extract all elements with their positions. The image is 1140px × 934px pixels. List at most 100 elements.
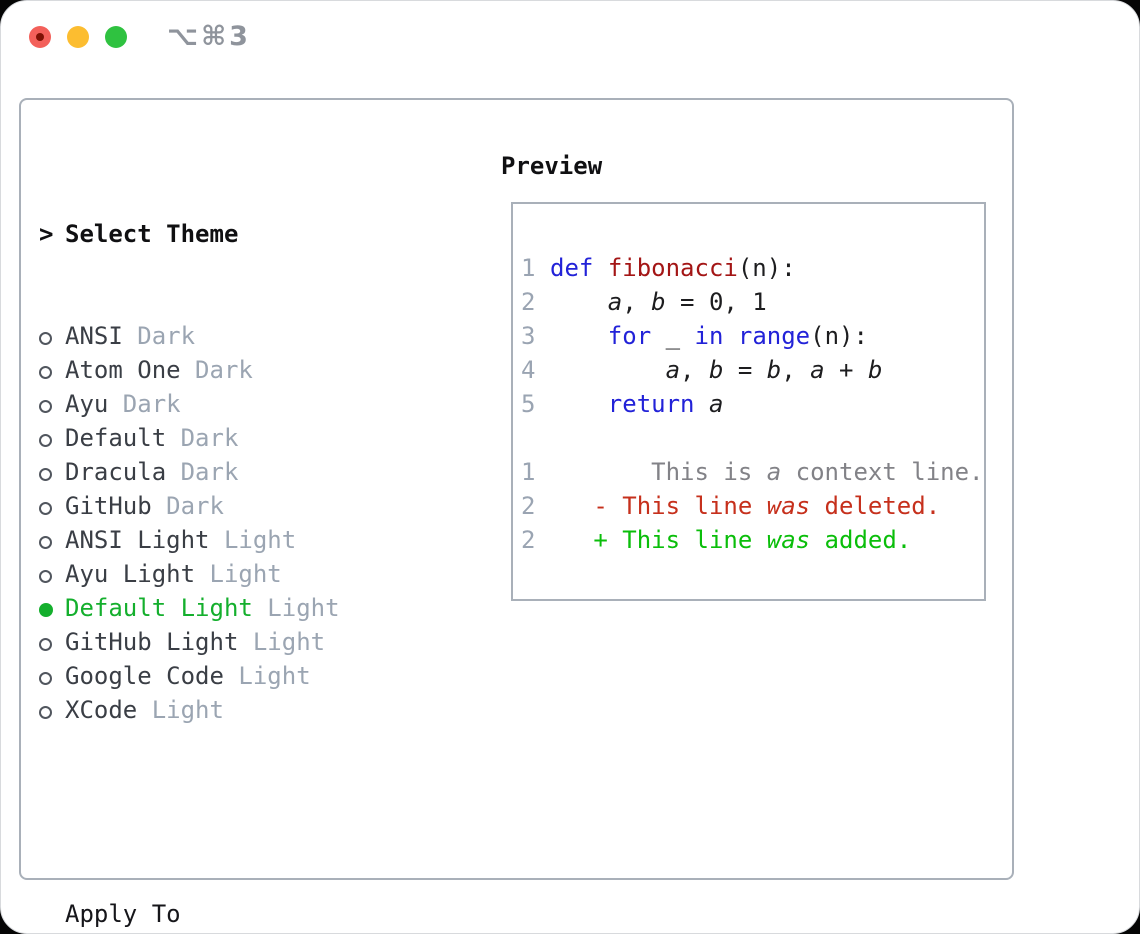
code-token-plain xyxy=(723,322,737,350)
radio-icon xyxy=(39,319,65,353)
diff-deleted-line: 2 - This line was deleted. xyxy=(521,489,984,523)
radio-icon xyxy=(39,523,65,557)
code-token-var: a xyxy=(708,390,724,418)
line-number: 2 xyxy=(521,526,536,554)
diff-added-line: 2 + This line was added. xyxy=(521,523,984,557)
code-token-var: a xyxy=(810,356,825,384)
select-theme-heading-label: Select Theme xyxy=(65,220,239,248)
line-number: 2 xyxy=(521,492,536,520)
theme-variant-tag: Dark xyxy=(122,322,196,350)
theme-option-ayu-light[interactable]: Ayu Light Light xyxy=(39,557,444,591)
preview-heading: Preview xyxy=(501,152,603,180)
theme-name: ANSI xyxy=(65,322,123,350)
code-token-kw: return xyxy=(607,390,695,418)
theme-name: GitHub xyxy=(65,492,152,520)
theme-name: Ayu xyxy=(65,390,109,418)
code-token-plain: , xyxy=(781,356,811,384)
code-token-var: b xyxy=(766,356,782,384)
theme-variant-tag: Dark xyxy=(108,390,181,418)
cursor-caret-icon: > xyxy=(39,220,54,248)
theme-variant-tag: Dark xyxy=(166,424,239,452)
code-token-plain xyxy=(695,390,709,418)
code-token-var: b xyxy=(651,288,666,316)
theme-variant-tag: Dark xyxy=(180,356,253,384)
select-theme-heading: > Select Theme xyxy=(39,217,444,251)
theme-option-default-dark[interactable]: Default Dark xyxy=(39,421,444,455)
apply-to-heading: Apply To xyxy=(39,897,444,931)
apply-to-heading-label: Apply To xyxy=(65,900,181,928)
code-token-plain xyxy=(550,322,608,350)
code-token-plain xyxy=(593,254,607,282)
theme-variant-tag: Light xyxy=(223,662,311,690)
code-token-var: b xyxy=(708,356,724,384)
theme-option-github-light[interactable]: GitHub Light Light xyxy=(39,625,444,659)
traffic-light-zoom-button[interactable] xyxy=(105,26,127,48)
code-token-ctx: context line. xyxy=(781,458,984,486)
code-line: 4 a, b = b, a + b xyxy=(521,353,984,387)
code-token-plain: , xyxy=(680,356,709,384)
diff-context-line: 1 This is a context line. xyxy=(521,455,984,489)
code-token-add: + This line xyxy=(550,526,767,554)
theme-name: Default xyxy=(65,424,167,452)
theme-option-ayu-dark[interactable]: Ayu Dark xyxy=(39,387,444,421)
blank-line xyxy=(521,421,984,455)
code-token-ctx-em: a xyxy=(766,458,782,486)
theme-name: Google Code xyxy=(65,662,224,690)
code-token-kw: in xyxy=(694,322,724,350)
code-token-kw: range xyxy=(737,322,811,350)
theme-option-xcode[interactable]: XCode Light xyxy=(39,693,444,727)
radio-icon xyxy=(39,455,65,489)
window-title: ⌥⌘3 xyxy=(167,21,251,52)
theme-option-github-dark[interactable]: GitHub Dark xyxy=(39,489,444,523)
traffic-lights xyxy=(29,26,127,48)
radio-selected-icon xyxy=(39,591,65,625)
code-token-plain: + xyxy=(824,356,868,384)
theme-name: GitHub Light xyxy=(65,628,239,656)
code-token-plain: (n): xyxy=(810,322,868,350)
theme-variant-tag: Dark xyxy=(151,492,224,520)
traffic-light-minimize-button[interactable] xyxy=(67,26,89,48)
code-token-plain: = xyxy=(723,356,767,384)
code-token-plain xyxy=(550,390,608,418)
theme-name: Atom One xyxy=(65,356,181,384)
radio-icon xyxy=(39,353,65,387)
theme-option-google-code[interactable]: Google Code Light xyxy=(39,659,444,693)
radio-icon xyxy=(39,659,65,693)
line-number: 5 xyxy=(521,390,536,418)
radio-icon xyxy=(39,557,65,591)
spacer xyxy=(39,795,444,829)
code-token-del: deleted. xyxy=(810,492,941,520)
radio-icon xyxy=(39,489,65,523)
code-token-plain: (n): xyxy=(737,254,796,282)
radio-icon xyxy=(39,693,65,727)
theme-variant-tag: Light xyxy=(137,696,224,724)
code-line: 5 return a xyxy=(521,387,984,421)
line-number: 2 xyxy=(521,288,536,316)
theme-option-dracula-dark[interactable]: Dracula Dark xyxy=(39,455,444,489)
radio-icon xyxy=(39,625,65,659)
theme-variant-tag: Dark xyxy=(166,458,239,486)
theme-variant-tag: Light xyxy=(195,560,282,588)
line-number: 1 xyxy=(521,458,536,486)
theme-variant-tag: Light xyxy=(238,628,326,656)
radio-icon xyxy=(39,387,65,421)
theme-option-ansi-light[interactable]: ANSI Light Light xyxy=(39,523,444,557)
code-token-ctx: This is xyxy=(550,458,767,486)
code-token-plain xyxy=(550,288,608,316)
code-token-plain: , xyxy=(622,288,652,316)
theme-option-default-light[interactable]: Default Light Light xyxy=(39,591,444,625)
theme-variant-tag: Light xyxy=(209,526,297,554)
traffic-light-close-button[interactable] xyxy=(29,26,51,48)
theme-option-ansi-dark[interactable]: ANSI Dark xyxy=(39,319,444,353)
code-token-plain: = 0, 1 xyxy=(665,288,767,316)
theme-option-atom-one-dark[interactable]: Atom One Dark xyxy=(39,353,444,387)
line-number: 3 xyxy=(521,322,536,350)
code-token-var: a xyxy=(665,356,681,384)
line-number: 1 xyxy=(521,254,536,282)
